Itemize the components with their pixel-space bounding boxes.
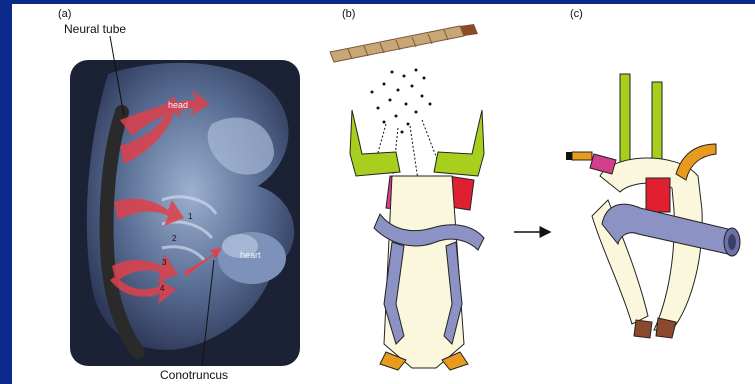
lime-arch-right — [434, 110, 484, 176]
heart-label: heart — [240, 250, 261, 260]
arch-number-3: 3 — [162, 258, 166, 267]
lime-arch-left — [350, 110, 400, 176]
arch-number-4: 4 — [160, 284, 164, 293]
figure-panel: (a) Neural tube Conotruncus — [12, 4, 755, 384]
lime-vessel-left — [620, 74, 630, 164]
arch-number-2: 2 — [172, 234, 176, 243]
brown-base-left — [634, 320, 652, 338]
neural-crest-strip — [330, 26, 464, 62]
panel-b-label: (b) — [342, 8, 355, 20]
arch-number-1: 1 — [188, 212, 192, 221]
orange-left-tip — [572, 152, 592, 160]
brown-base-right — [656, 318, 676, 338]
magenta-side-vessel — [590, 154, 616, 174]
panel-c-diagram — [566, 74, 740, 338]
head-label: head — [168, 100, 188, 110]
panel-b-diagram — [330, 24, 484, 370]
lime-vessel-right — [652, 82, 662, 168]
migrating-cells — [371, 69, 432, 134]
panel-c-label: (c) — [570, 8, 583, 20]
figure-artwork — [12, 4, 755, 384]
red-band — [646, 178, 670, 212]
